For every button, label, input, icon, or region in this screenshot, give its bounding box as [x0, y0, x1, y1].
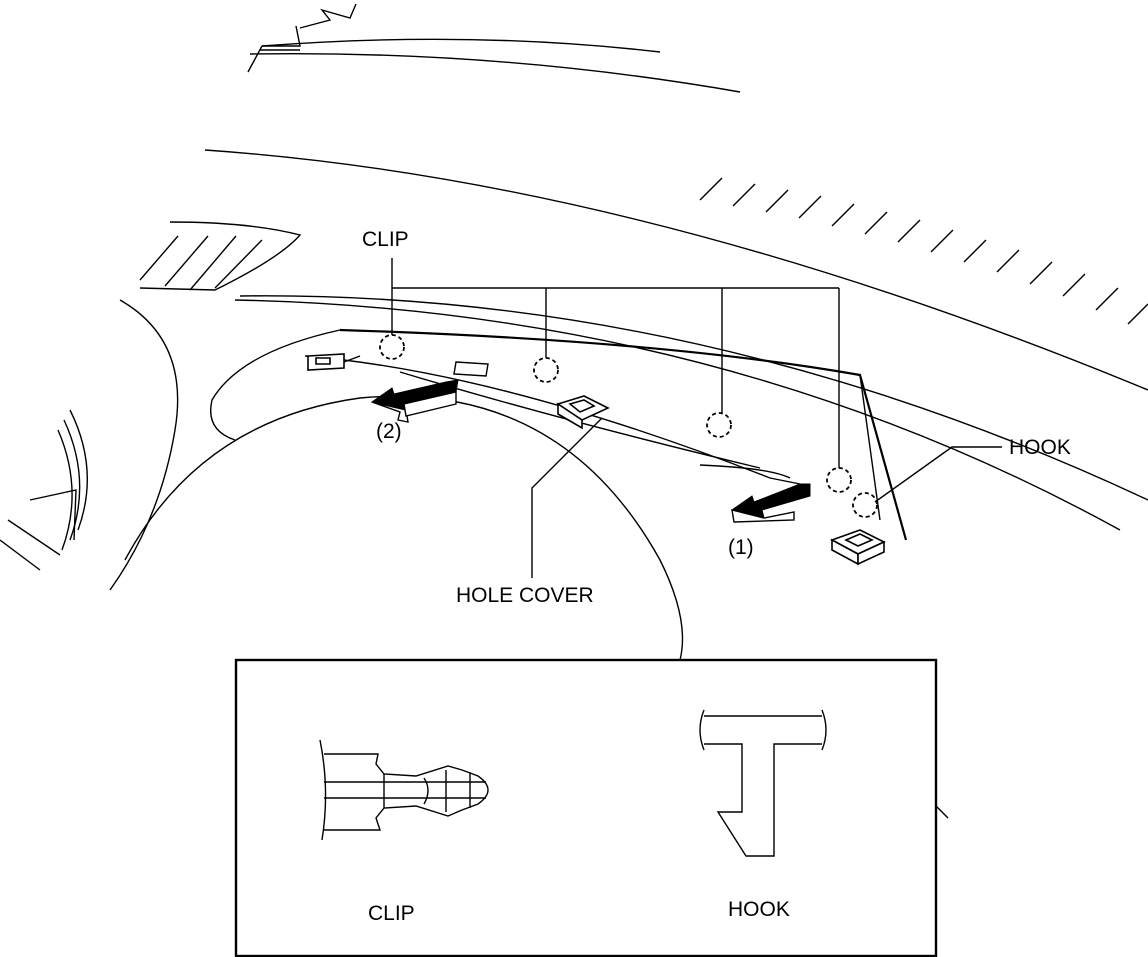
clip-label: CLIP: [362, 228, 409, 251]
arrow-step-1: [730, 483, 811, 523]
clip-location-marker: [826, 467, 852, 493]
inset-clip-label: CLIP: [368, 902, 415, 925]
hole-cover-label: HOLE COVER: [456, 584, 594, 607]
hook-location-marker: [852, 492, 878, 518]
detail-inset: CLIP HOOK: [234, 658, 938, 957]
hook-detail-drawing: [699, 709, 827, 857]
inset-frame: [234, 658, 938, 957]
hole-cover-leader-line: [531, 417, 603, 578]
hook-leader-line: [874, 446, 1002, 503]
clip-detail-drawing: [319, 739, 489, 841]
arrow-step-2: [370, 379, 459, 423]
clip-location-marker: [533, 357, 559, 383]
hook-label: HOOK: [1009, 436, 1071, 459]
inset-hook-label: HOOK: [728, 898, 790, 921]
clip-part-left: [307, 353, 361, 371]
hook-part-right: [830, 529, 886, 566]
clip-leader-lines: [391, 258, 840, 468]
clip-location-marker: [706, 412, 732, 438]
step-2-label: (2): [376, 420, 402, 443]
clip-part-center: [556, 395, 610, 430]
step-1-label: (1): [728, 536, 754, 559]
vehicle-body-outline: [0, 3, 1148, 819]
clip-location-marker: [379, 334, 405, 360]
